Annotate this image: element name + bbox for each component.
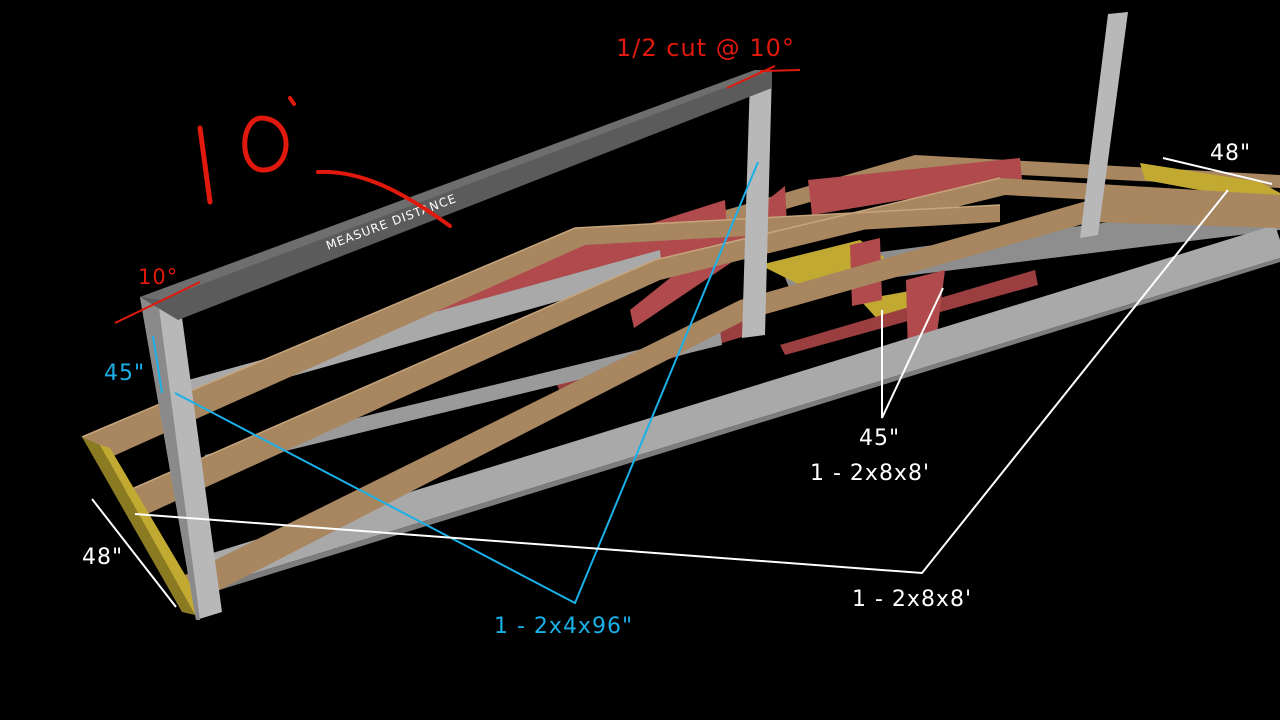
post-height-right-label: 45" — [859, 426, 900, 451]
angle-mark-right — [726, 65, 776, 89]
width-left-label: 48" — [82, 545, 123, 570]
board-2x4-label: 1 - 2x4x96" — [494, 614, 633, 639]
right-post — [1080, 12, 1128, 238]
tan-board-2-edge — [124, 177, 1001, 493]
2x8-leader — [134, 189, 1229, 575]
right-post-leader — [881, 287, 944, 419]
length-underline — [316, 169, 452, 228]
hand-digit-0 — [242, 115, 289, 173]
hand-prime — [288, 96, 296, 106]
gray-rail-mid — [205, 330, 722, 470]
board-bottom-label: 1 - 2x8x8' — [852, 587, 972, 612]
width-right-label: 48" — [1210, 141, 1251, 166]
top-beam-top-face — [140, 70, 772, 300]
2x4-leader — [174, 161, 759, 605]
width-right-dim — [1162, 157, 1273, 185]
back-top-rail — [640, 155, 1280, 250]
posts — [140, 12, 1128, 620]
hand-digit-1 — [197, 125, 213, 205]
tan-board-1-edge — [81, 204, 1001, 438]
tan-board-1 — [82, 205, 1000, 462]
cut-note: 1/2 cut @ 10° — [616, 34, 795, 62]
gray-rail-front — [190, 225, 1280, 590]
width-left-dim — [91, 498, 177, 608]
handwritten-length: 10' — [197, 96, 296, 205]
angle-left-label: 10° — [138, 265, 178, 289]
annotation-lines — [91, 65, 1273, 608]
left-post-shadow — [140, 297, 200, 620]
post-height-left-label: 45" — [104, 361, 145, 386]
red-board-3 — [808, 158, 1022, 215]
handwritten-length-text: 10' — [236, 154, 240, 156]
board-right-top-label: 1 - 2x8x8' — [810, 461, 930, 486]
angle-mark-right-h — [759, 69, 801, 72]
gray-rail-front-shadow — [200, 258, 1280, 596]
gray-frame — [170, 225, 1280, 596]
angle-mark-left — [114, 281, 201, 324]
left-end-block — [100, 445, 200, 615]
top-beam — [140, 70, 772, 320]
left-end-block-side — [82, 437, 195, 615]
annotations: 10' 1/2 cut @ 10° 10° 45" 48" 48" 45" 1 … — [82, 34, 1251, 639]
middle-post — [742, 70, 772, 338]
tan-boards — [81, 177, 1280, 600]
post-height-leader — [152, 335, 163, 394]
